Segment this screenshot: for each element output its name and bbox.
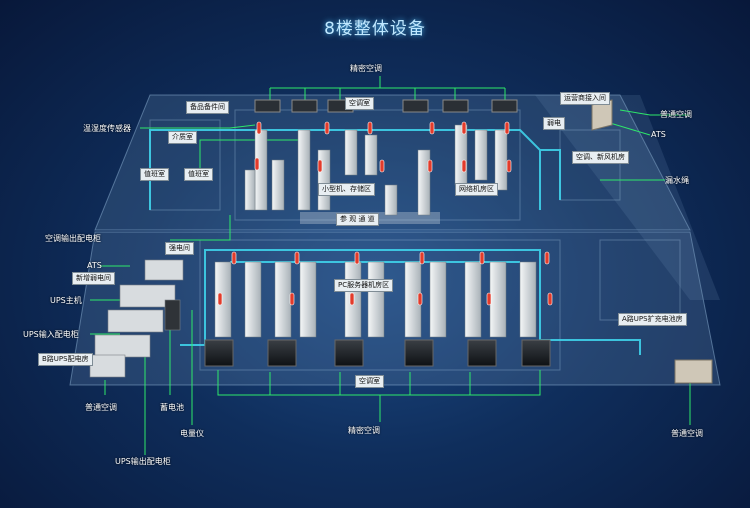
tag-small-machine: 小型机、存储区 [318, 183, 375, 196]
tag-network-zone: 网络机房区 [455, 183, 498, 196]
lower-racks [214, 261, 537, 338]
tag-intro-room: 介质室 [168, 131, 197, 144]
label-temp-sensor: 温湿度传感器 [83, 124, 131, 133]
label-ups-host: UPS主机 [50, 296, 82, 305]
tag-pc-server-zone: PC服务器机房区 [334, 279, 394, 292]
label-general-ac-tr: 普通空调 [660, 110, 692, 119]
label-precision-ac-bottom: 精密空调 [348, 426, 380, 435]
tag-duty-room-b: 值班室 [184, 168, 213, 181]
tag-new-weak-room: 新增弱电间 [72, 272, 115, 285]
tag-operator-room: 运营商接入间 [560, 92, 610, 105]
tag-power-room: 强电间 [165, 242, 194, 255]
label-battery: 蓄电池 [160, 403, 184, 412]
tag-ups-room-b: B路UPS配电房 [38, 353, 93, 366]
label-leak-rope: 漏水绳 [665, 176, 689, 185]
tag-weak-current: 弱电 [543, 117, 565, 130]
label-general-ac-br: 普通空调 [671, 429, 703, 438]
floor-right-wing [535, 95, 720, 300]
lower-ac-row [204, 339, 551, 367]
label-power-meter: 电量仪 [180, 429, 204, 438]
label-ats-right: ATS [651, 130, 666, 139]
tag-duty-room-a: 值班室 [140, 168, 169, 181]
left-cabinets [89, 259, 184, 378]
label-general-ac-bl: 普通空调 [85, 403, 117, 412]
label-precision-ac-top: 精密空调 [350, 64, 382, 73]
tag-ac-room-top: 空调室 [345, 97, 374, 110]
tag-ac-fresh-air: 空调、新风机房 [572, 151, 629, 164]
tag-ups-room-a: A路UPS扩充电池房 [618, 313, 687, 326]
label-ups-output-cabinet: UPS输出配电柜 [115, 457, 171, 466]
label-ups-input-cabinet: UPS输入配电柜 [23, 330, 79, 339]
temp-sensors [217, 121, 553, 306]
label-ats-left: ATS [87, 261, 102, 270]
tag-spare-parts: 备品备件间 [186, 101, 229, 114]
floor-upper [94, 94, 691, 231]
label-ac-output-cabinet: 空调输出配电柜 [45, 234, 101, 243]
tag-ac-room-bottom: 空调室 [355, 375, 384, 388]
tag-visit-path: 参 观 通 道 [336, 213, 379, 226]
page-title: 8楼整体设备 [324, 19, 426, 39]
